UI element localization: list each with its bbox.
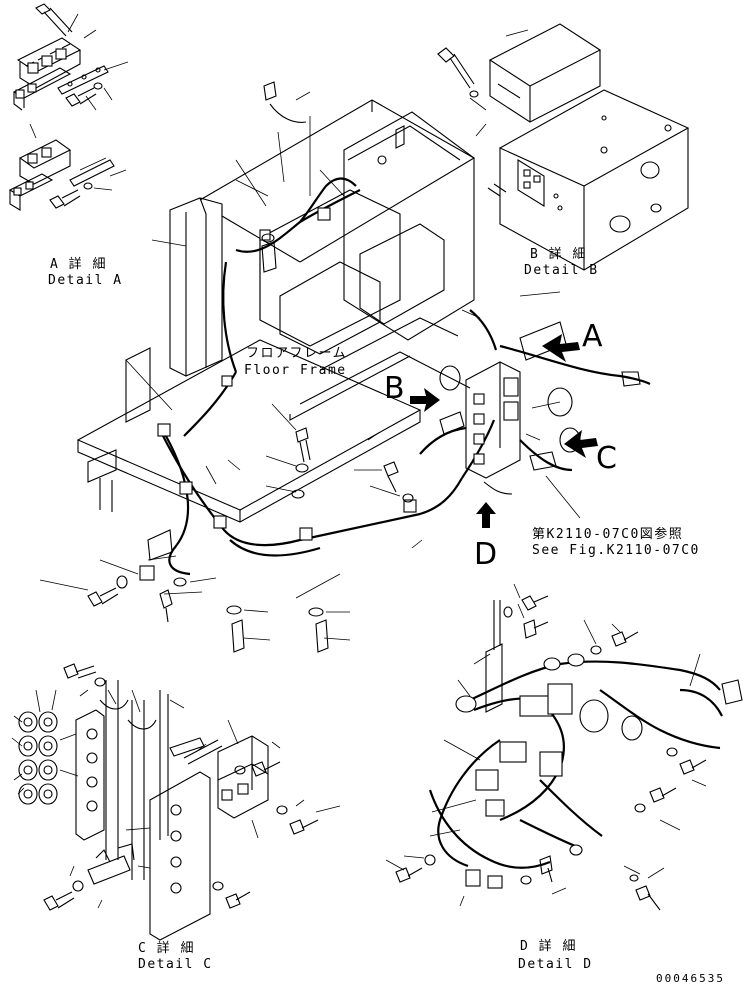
- see-fig-label-jp: 第K2110-07C0図参照: [532, 526, 683, 542]
- detail-b-label-jp: B 詳 細: [530, 246, 587, 262]
- detail-c-drawing: [11, 663, 341, 941]
- detail-c-label-jp: C 詳 細: [138, 940, 195, 956]
- detail-d-drawing: [385, 583, 743, 911]
- detail-a-drawing: [8, 3, 129, 211]
- detail-c-label-en: Detail C: [138, 957, 213, 972]
- detail-b-drawing: [437, 23, 690, 271]
- detail-d-label-en: Detail D: [518, 957, 593, 972]
- drawing-number: 00046535: [656, 972, 725, 985]
- view-a-label: A: [582, 319, 603, 354]
- view-d-label: D: [474, 537, 497, 572]
- floor-frame-label-jp: フロアフレーム: [246, 346, 347, 361]
- view-b-label: B: [384, 371, 405, 406]
- arrow-b-icon: [410, 388, 440, 412]
- arrow-c-icon: [564, 430, 598, 458]
- detail-b-label-en: Detail B: [524, 263, 599, 278]
- arrow-a-icon: [542, 334, 580, 362]
- floor-frame-drawing: [39, 81, 651, 653]
- see-fig-label-en: See Fig.K2110-07C0: [532, 543, 700, 558]
- arrow-d-icon: [476, 502, 496, 528]
- detail-a-label-en: Detail A: [48, 273, 123, 288]
- view-c-label: C: [596, 441, 617, 476]
- detail-a-label-jp: A 詳 細: [50, 256, 107, 272]
- floor-frame-label-en: Floor Frame: [244, 363, 347, 378]
- detail-d-label-jp: D 詳 細: [520, 938, 577, 954]
